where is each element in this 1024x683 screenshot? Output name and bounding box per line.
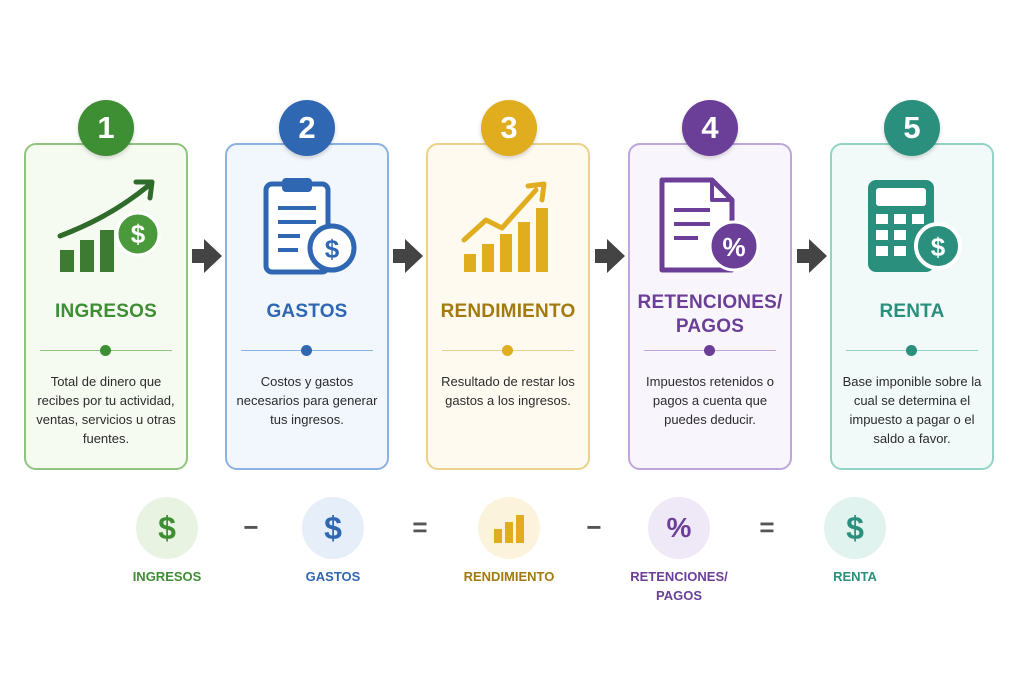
step-number-badge: 3	[481, 100, 537, 156]
formula-label: RETENCIONES/ PAGOS	[630, 569, 728, 603]
document-percent-icon: %	[659, 177, 760, 273]
dollar-icon: $	[846, 510, 864, 546]
formula-ingresos-circle: $	[136, 497, 198, 559]
bar-chart-icon	[494, 515, 524, 543]
step-title: GASTOS	[266, 301, 348, 322]
formula-gastos-circle: $	[302, 497, 364, 559]
step-card-ingresos	[24, 143, 188, 470]
card-divider	[644, 345, 776, 356]
calculator-dollar-icon: $	[868, 180, 962, 272]
formula-retenciones-circle: %	[648, 497, 710, 559]
formula-label: GASTOS	[305, 569, 361, 584]
formula-label: RENTA	[833, 569, 877, 584]
card-divider	[442, 345, 574, 356]
svg-text:$: $	[931, 232, 946, 262]
growth-chart-dollar-icon: $	[57, 179, 161, 272]
minus-operator: −	[243, 512, 259, 542]
card-divider	[846, 345, 978, 356]
step-number-badge: 1	[78, 100, 134, 156]
equals-operator: =	[759, 512, 775, 542]
divider-dot	[906, 345, 917, 356]
arrow-right-icon	[797, 239, 827, 273]
arrow-right-icon	[393, 239, 423, 273]
step-number-badge: 5	[884, 100, 940, 156]
divider-dot	[301, 345, 312, 356]
dollar-icon: $	[158, 510, 176, 546]
divider-dot	[704, 345, 715, 356]
step-card-renta	[830, 143, 994, 470]
arrow-right-icon	[192, 239, 222, 273]
step-description: Costos y gastos necesarios para generar …	[236, 374, 378, 427]
step-number-badge: 2	[279, 100, 335, 156]
divider-dot	[100, 345, 111, 356]
dollar-icon: $	[324, 510, 342, 546]
formula-rendimiento-circle	[478, 497, 540, 559]
step-card-retenciones	[628, 143, 792, 470]
svg-text:$: $	[131, 219, 146, 249]
bar-chart-trend-icon	[461, 181, 548, 272]
step-description: Total de dinero que recibes por tu activ…	[36, 374, 176, 446]
formula-renta-circle: $	[824, 497, 886, 559]
card-divider	[241, 345, 373, 356]
card-divider	[40, 345, 172, 356]
percent-icon: %	[666, 512, 692, 543]
step-description: Base imponible sobre la cual se determin…	[842, 374, 982, 446]
step-number-badge: 4	[682, 100, 738, 156]
minus-operator: −	[586, 512, 602, 542]
step-title: RETENCIONES/ PAGOS	[637, 292, 783, 337]
step-title: RENDIMIENTO	[440, 301, 576, 322]
formula-label: RENDIMIENTO	[463, 569, 555, 584]
step-title: RENTA	[879, 301, 945, 322]
clipboard-dollar-icon: $	[263, 178, 357, 275]
step-description: Impuestos retenidos o pagos a cuenta que…	[646, 374, 774, 427]
arrow-right-icon	[595, 239, 625, 273]
svg-text:$: $	[325, 234, 340, 264]
formula-label: INGRESOS	[132, 569, 202, 584]
svg-text:%: %	[722, 232, 745, 262]
step-card-rendimiento	[426, 143, 590, 470]
divider-dot	[502, 345, 513, 356]
step-description: Resultado de restar los gastos a los ing…	[441, 374, 575, 408]
equals-operator: =	[412, 512, 428, 542]
step-title: INGRESOS	[55, 301, 157, 322]
